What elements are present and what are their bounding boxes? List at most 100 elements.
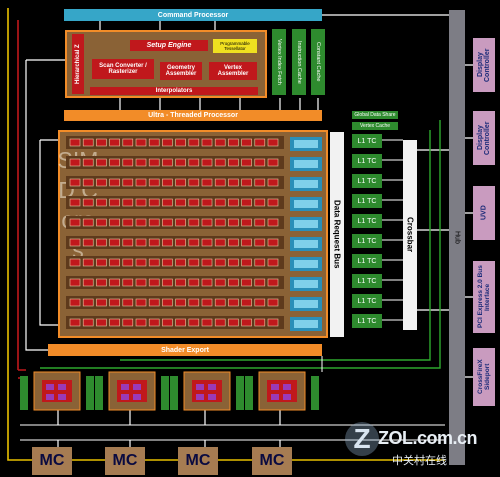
stream-core (267, 218, 279, 227)
stream-core (188, 138, 200, 147)
stream-core (214, 258, 226, 267)
stream-core (82, 218, 94, 227)
stream-core (82, 278, 94, 287)
stream-core (122, 178, 134, 187)
stream-core (214, 278, 226, 287)
cache-quad-side (95, 376, 103, 410)
stream-core (254, 278, 266, 287)
programmable-tessellator: Programmable Tessellator (213, 39, 257, 53)
stream-core (162, 198, 173, 207)
stream-core (162, 178, 173, 187)
stream-core (241, 258, 252, 267)
stream-core (254, 318, 266, 327)
stream-core (214, 298, 226, 307)
stream-core (201, 298, 213, 307)
stream-core (254, 178, 266, 187)
vertex-assembler: Vertex Assembler (209, 62, 257, 80)
cache-quad-cell (196, 394, 204, 400)
stream-core (122, 298, 134, 307)
cache-quad-cell (208, 384, 216, 390)
stream-core (228, 158, 239, 167)
stream-core (201, 218, 213, 227)
stream-core (241, 178, 252, 187)
stream-core (148, 158, 160, 167)
stream-core (254, 158, 266, 167)
cache-quad-side (20, 376, 28, 410)
stream-core (175, 218, 186, 227)
stream-core (122, 218, 134, 227)
l1-tc: L1 TC (352, 214, 382, 228)
stream-core (148, 198, 160, 207)
stream-core (254, 138, 266, 147)
stream-core (267, 278, 279, 287)
simd-row (66, 136, 322, 151)
stream-core (175, 138, 186, 147)
stream-core (201, 178, 213, 187)
stream-core (82, 138, 94, 147)
l1-tc: L1 TC (352, 314, 382, 328)
hub: Hub (449, 10, 465, 465)
stream-core (188, 218, 200, 227)
cache-quad-side (86, 376, 94, 410)
ultra-threaded-processor: Ultra - Threaded Processor (64, 110, 322, 121)
stream-core (254, 238, 266, 247)
stream-core (241, 238, 252, 247)
l1-tc: L1 TC (352, 234, 382, 248)
stream-core (267, 178, 279, 187)
cache-quad (245, 371, 319, 411)
stream-core (175, 158, 186, 167)
stream-core (241, 298, 252, 307)
stream-core (109, 318, 120, 327)
cache-quad-cell (133, 394, 141, 400)
simd-row (66, 216, 322, 231)
stream-core (175, 198, 186, 207)
stream-core (148, 238, 160, 247)
texture-unit-core (294, 240, 318, 248)
stream-core (82, 298, 94, 307)
stream-core (122, 318, 134, 327)
stream-core (96, 238, 107, 247)
constant-cache: Constant Cache (311, 29, 325, 95)
stream-core (228, 278, 239, 287)
vertex-index-fetch: Vertex Index Fetch (272, 29, 286, 95)
stream-core (82, 198, 94, 207)
cache-quad-side (311, 376, 319, 410)
stream-core (188, 298, 200, 307)
cache-quad (170, 371, 244, 411)
stream-core (254, 218, 266, 227)
cache-quad-side (245, 376, 253, 410)
stream-core (201, 318, 213, 327)
stream-core (69, 258, 81, 267)
stream-core (162, 158, 173, 167)
stream-core (148, 298, 160, 307)
stream-core (267, 138, 279, 147)
texture-unit-core (294, 220, 318, 228)
stream-core (162, 318, 173, 327)
stream-core (96, 278, 107, 287)
stream-core (135, 198, 147, 207)
mc-2: MC (105, 447, 145, 475)
interpolators: Interpolators (90, 87, 258, 95)
stream-core (135, 138, 147, 147)
crossbar: Crossbar (403, 140, 417, 330)
stream-core (96, 138, 107, 147)
scan-converter: Scan Converter / Rasterizer (92, 59, 154, 79)
stream-core (162, 218, 173, 227)
stream-core (188, 318, 200, 327)
stream-core (148, 218, 160, 227)
stream-core (175, 238, 186, 247)
stream-core (135, 258, 147, 267)
stream-core (135, 218, 147, 227)
stream-core (188, 258, 200, 267)
stream-core (214, 158, 226, 167)
stream-core (82, 158, 94, 167)
cache-quad-cell (283, 384, 291, 390)
cache-quad-cell (271, 384, 279, 390)
stream-core (122, 158, 134, 167)
stream-core (228, 318, 239, 327)
stream-core (109, 218, 120, 227)
stream-core (175, 178, 186, 187)
l1-tc: L1 TC (352, 194, 382, 208)
texture-unit-core (294, 200, 318, 208)
